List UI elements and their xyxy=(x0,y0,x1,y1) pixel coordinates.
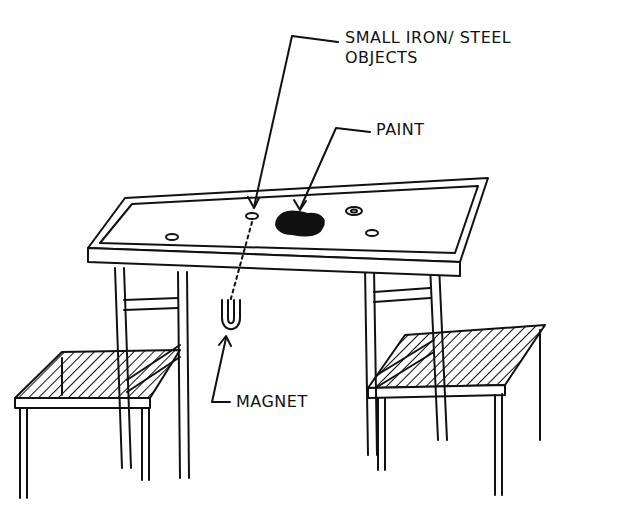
magnetic-path xyxy=(230,222,252,302)
magnet-symbol xyxy=(222,300,240,329)
callout-label: SMALL IRON/ STEEL OBJECTS xyxy=(345,28,515,68)
right-bench xyxy=(368,325,545,495)
left-bench xyxy=(15,350,180,498)
table-top xyxy=(88,178,488,276)
callout-label: MAGNET xyxy=(236,392,308,412)
left-leg-frame xyxy=(115,268,189,478)
paint-blob xyxy=(276,212,324,236)
leader-lines xyxy=(212,36,370,402)
right-leg-frame xyxy=(365,265,447,455)
callout-label: PAINT xyxy=(376,120,425,140)
iron-objects xyxy=(166,207,378,240)
